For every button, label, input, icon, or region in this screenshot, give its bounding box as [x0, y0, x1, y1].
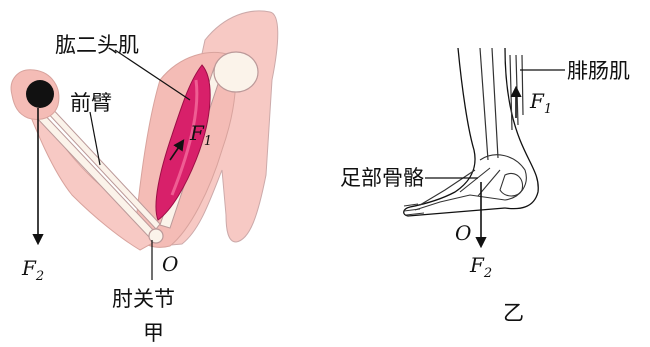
weight-ball	[26, 80, 54, 108]
f1-label-b: F1	[529, 89, 552, 117]
elbow-joint	[149, 229, 163, 243]
shoulder-bone	[214, 52, 258, 92]
caption-b: 乙	[503, 301, 524, 325]
biceps-label: 肱二头肌	[55, 33, 139, 57]
caption-a: 甲	[143, 321, 164, 345]
shin-bone	[480, 48, 498, 160]
fulcrum-label-b: O	[455, 221, 471, 245]
calf-muscle-label: 腓肠肌	[567, 59, 630, 83]
forearm-bone	[35, 110, 155, 238]
arm-figure: 肱二头肌 前臂 F1 F2 O 肘关节 甲	[11, 11, 278, 345]
elbow-label: 肘关节	[112, 287, 175, 311]
foot-bone-label: 足部骨骼	[340, 166, 424, 190]
foot-figure: 腓肠肌 F1 足部骨骼 O F2 乙	[340, 48, 630, 325]
leg-outline-front	[404, 48, 505, 216]
heel-bone	[500, 173, 523, 196]
f2-label-b: F2	[469, 253, 492, 281]
f2-label-a: F2	[21, 256, 44, 284]
forearm-label: 前臂	[70, 91, 112, 115]
fulcrum-label-a: O	[162, 252, 178, 276]
